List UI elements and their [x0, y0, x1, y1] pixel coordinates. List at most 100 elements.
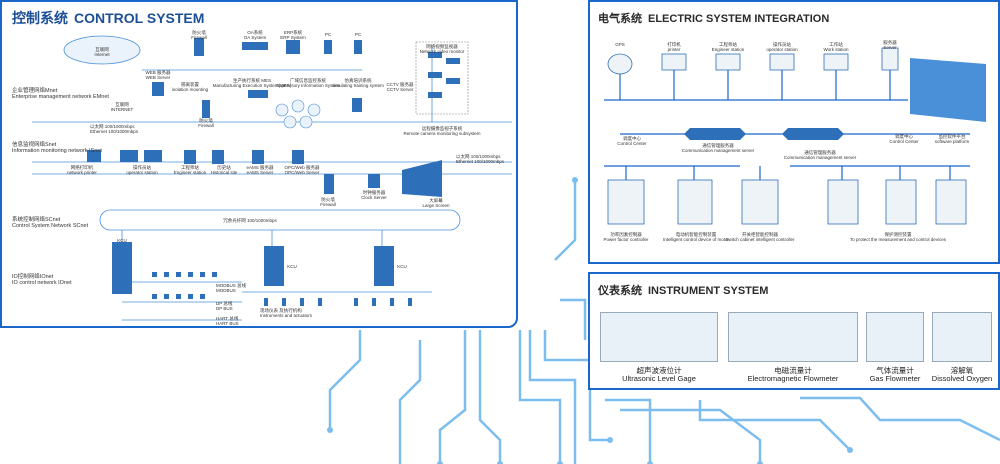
internet-cloud-icon — [63, 35, 141, 65]
kcu-cabinet-1 — [112, 242, 132, 294]
oa-server-icon — [242, 42, 268, 50]
kcu-cabinet-2 — [264, 246, 284, 286]
web-server-icon — [152, 82, 164, 96]
kcu-label-2: KCU — [287, 264, 297, 269]
eams-icon — [252, 150, 264, 164]
large-screen-icon — [402, 160, 442, 197]
kcu-label-3: KCU — [397, 264, 407, 269]
erp-icon — [286, 40, 300, 54]
protect-device-2-icon — [885, 179, 917, 225]
operator-station-icon-e — [769, 53, 795, 71]
firewall-top-icon — [194, 38, 204, 56]
power-factor-icon — [607, 179, 645, 225]
kcu-cabinet-3 — [374, 246, 394, 286]
control-network-diagram — [32, 35, 512, 321]
operator-station-icon — [120, 150, 138, 162]
pc1-icon — [324, 40, 332, 54]
software-platform-icon — [910, 58, 986, 122]
pc2-label: PC — [354, 32, 362, 37]
mes-icon — [248, 90, 268, 98]
printer-icon — [87, 150, 101, 162]
ring-label: 冗余光纤网 100/1000mbps — [223, 218, 277, 223]
comm-server-1-icon — [684, 128, 746, 140]
kcu-label-1: KCU — [117, 238, 127, 243]
pc1-label: PC — [324, 32, 332, 37]
gps-icon — [607, 53, 633, 75]
work-station-icon — [823, 53, 849, 71]
comm-server-2-icon — [782, 128, 844, 140]
electric-diagram — [604, 47, 986, 225]
node-gps-label: GPS — [615, 42, 625, 47]
pc2-icon — [354, 40, 362, 54]
motor-control-icon — [677, 179, 713, 225]
historical-icon — [212, 150, 224, 164]
clock-icon — [368, 174, 380, 188]
firewall-mid-icon — [202, 100, 210, 118]
firewall-low-icon — [324, 174, 334, 194]
switch-cabinet-icon — [741, 179, 779, 225]
ultrasonic-gage-image — [600, 312, 718, 362]
engineer-station-icon — [715, 53, 741, 71]
protect-device-1-icon — [827, 179, 859, 225]
printer-icon-e — [661, 53, 687, 71]
operator-station-icon-2 — [144, 150, 162, 162]
electromagnetic-flowmeter-image — [728, 312, 858, 362]
